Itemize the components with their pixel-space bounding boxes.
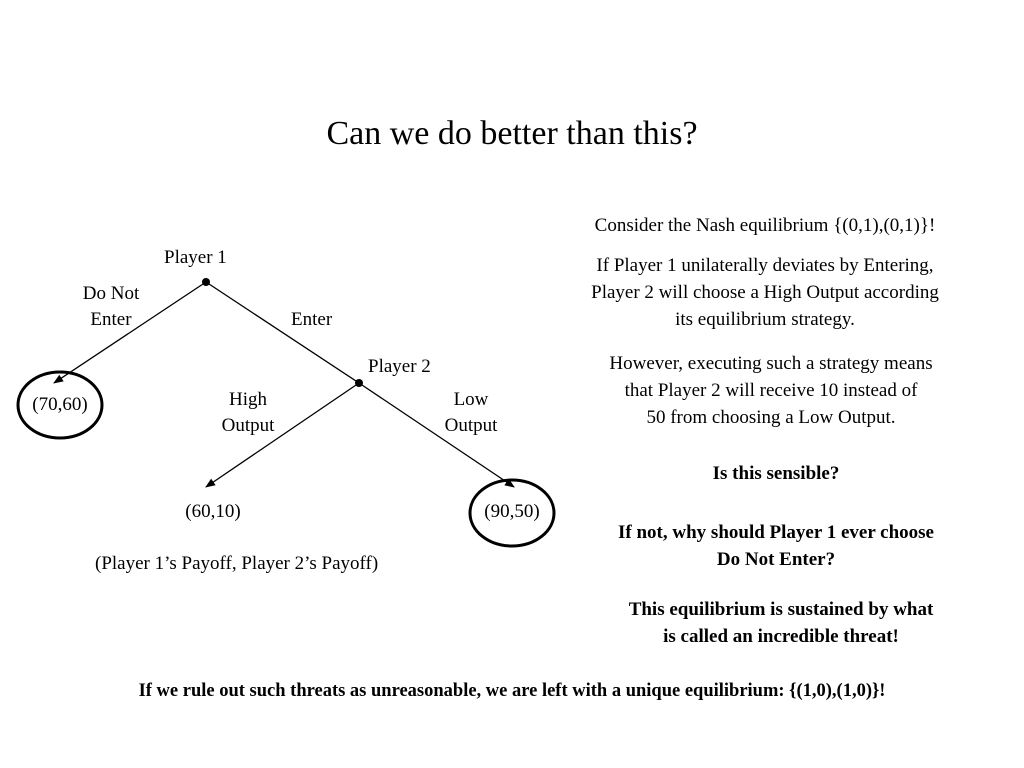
enter-label: Enter	[291, 309, 333, 330]
branch-do-not-enter	[53, 281, 207, 384]
high-output-label: High Output	[221, 389, 275, 436]
player1-label: Player 1	[164, 247, 227, 268]
branch-enter	[205, 281, 360, 384]
nash-note: Consider the Nash equilibrium {(0,1),(0,…	[594, 215, 936, 236]
slide-title: Can we do better than this?	[326, 115, 698, 152]
payoff-low-output: (90,50)	[484, 501, 540, 522]
payoff-legend: (Player 1’s Payoff, Player 2’s Payoff)	[95, 553, 379, 574]
player2-label: Player 2	[368, 356, 431, 377]
low-output-label: Low Output	[444, 389, 498, 436]
circle-payoff-do-not-enter	[16, 370, 104, 440]
branch-low-output	[358, 382, 515, 488]
circle-payoff-low-output	[468, 478, 556, 548]
if-not-question: If not, why should Player 1 ever choose …	[618, 522, 934, 570]
do-not-enter-label: Do Not Enter	[82, 283, 140, 330]
deviate-note: If Player 1 unilaterally deviates by Ent…	[591, 255, 939, 330]
however-note: However, executing such a strategy means…	[609, 353, 933, 428]
node-player1	[202, 278, 210, 286]
node-player2	[355, 379, 363, 387]
sensible-question: Is this sensible?	[712, 463, 840, 484]
conclusion: If we rule out such threats as unreasona…	[138, 681, 886, 701]
incredible-threat-note: This equilibrium is sustained by what is…	[628, 599, 934, 647]
branch-high-output	[205, 382, 360, 488]
payoff-do-not-enter: (70,60)	[32, 394, 88, 415]
payoff-high-output: (60,10)	[185, 501, 241, 522]
